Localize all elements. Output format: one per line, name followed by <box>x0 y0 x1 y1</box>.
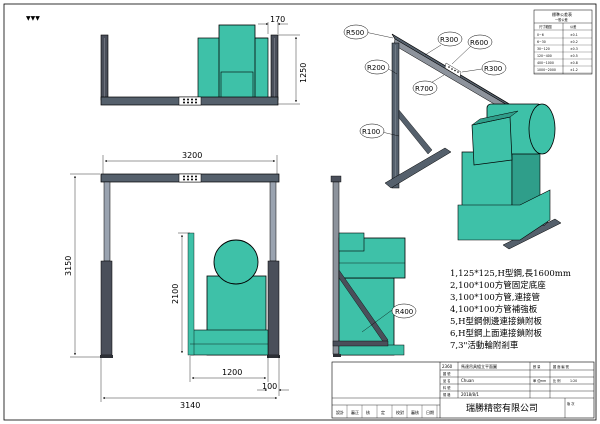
front-view-right-upper-column <box>269 181 277 262</box>
title-drawing-name: 馬達吊具組立平面圖 <box>461 363 497 369</box>
title-date: 2018/8/1 <box>461 392 479 397</box>
signature-label: 審核 <box>411 409 419 415</box>
title-label-drawing-no: 圖 號 <box>443 371 451 376</box>
tolerance-range-cell: 30~120 <box>537 47 550 51</box>
front-view-motor-base <box>189 329 269 356</box>
dim-front-foot: 100 <box>262 382 277 391</box>
title-drawing-no: 2360 <box>442 364 453 369</box>
title-label-name: 品 名 <box>443 378 450 383</box>
top-view-joint-plate <box>178 96 202 106</box>
side-view-wheel <box>333 354 341 357</box>
tolerance-header-range: 尺寸範圍 <box>539 24 552 29</box>
signature-label: 校對 <box>396 409 404 415</box>
parts-list-item: 4,100*100方管補強板 <box>450 304 538 315</box>
front-view-right-lower-column <box>267 260 280 356</box>
signature-label: 核 <box>366 409 370 415</box>
callout-r400 <box>391 303 417 319</box>
signature-label: 定 <box>381 409 385 415</box>
tolerance-value-cell: ±0.2 <box>570 40 578 44</box>
title-block: 設計 審正 核 定 校對 審核 日期 2360 馬達吊具組立平面圖 圖 號 品 名 Chua… <box>331 361 595 419</box>
signature-label: 日期 <box>426 409 434 415</box>
side-view-column <box>332 181 340 355</box>
callout-r200-label: R200 <box>367 64 385 72</box>
side-view-motor-base <box>338 344 405 356</box>
side-view: R400 <box>330 175 417 357</box>
title-label-drawing-code: 圖 面 編 號 <box>553 364 570 369</box>
dim-top-offset: 170 <box>270 15 285 24</box>
callout-r600-label: R600 <box>470 39 488 47</box>
callout-r100 <box>359 123 385 139</box>
signature-label: 審正 <box>351 409 359 415</box>
sheet-border <box>3 3 597 421</box>
parts-list-item: 5,H型鋼側邊連接鎖附板 <box>450 316 543 327</box>
iso-left-base <box>384 147 452 189</box>
parts-list-item: 6,H型鋼上面連接鎖附板 <box>450 328 543 339</box>
tolerance-header-tol: 公差 <box>570 24 576 29</box>
tolerance-value-cell: ±0.3 <box>570 47 578 51</box>
signature-label: 設計 <box>336 409 344 415</box>
dim-front-rail: 2100 <box>171 284 180 304</box>
title-label-revision: 版 次 <box>567 401 575 406</box>
title-label-qty: 數 量 <box>533 364 541 369</box>
callout-r100-label: R100 <box>362 128 380 136</box>
top-view: 170 1250 <box>100 15 308 106</box>
tolerance-range-cell: 0~6 <box>537 33 544 37</box>
callout-r500-label: R500 <box>346 29 364 37</box>
callout-r600 <box>467 34 493 50</box>
title-designer: Chuan <box>461 378 474 383</box>
parts-list-item: 3,100*100方管,連接管 <box>450 292 540 303</box>
callout-r300-lower-label: R300 <box>484 65 502 73</box>
front-view-left-lower-column <box>100 260 113 356</box>
tolerance-table-subtitle: 一般公差 <box>555 17 568 22</box>
tolerance-value-cell: ±0.5 <box>570 54 578 58</box>
callout-r500 <box>343 24 369 40</box>
iso-motor-base <box>457 189 551 241</box>
tolerance-range-cell: 400~1000 <box>537 61 554 65</box>
top-view-motor-block <box>220 71 254 101</box>
callout-r400-label: R400 <box>395 308 413 316</box>
tolerance-range-cell: 120~400 <box>537 54 552 58</box>
dim-front-overall: 3140 <box>180 401 200 410</box>
title-label-unit: 單 位 <box>533 378 541 383</box>
title-label-spec: 規 格 <box>443 392 451 397</box>
isometric-view: R500 R300 R600 R200 R300 R700 R100 <box>343 24 562 250</box>
front-view-right-wheel <box>267 355 280 358</box>
dim-top-height: 1250 <box>299 63 308 83</box>
callout-r300-upper <box>437 31 463 47</box>
title-label-part-no: 料 號 <box>443 385 451 390</box>
callout-r700-label: R700 <box>415 85 433 93</box>
tolerance-table: 標準公差表 一般公差 尺寸範圍 公差 0~6 ±0.1 6~30 ±0.2 30~120… <box>533 9 593 75</box>
dim-front-width: 3200 <box>182 151 202 160</box>
title-unit-value: mm <box>540 379 546 383</box>
front-view-motor-drum <box>213 239 259 285</box>
front-view-left-upper-column <box>103 181 111 262</box>
title-scale-value: 1:20 <box>570 379 577 383</box>
front-view-left-wheel <box>100 355 113 358</box>
dim-front-base: 1200 <box>222 368 242 377</box>
title-label-scale: 比 例 <box>553 378 560 383</box>
front-view: 3200 3150 2100 1200 <box>64 151 289 410</box>
parts-list-item: 7,3"活動輪附剎車 <box>450 340 519 351</box>
dim-front-height: 3150 <box>64 256 73 276</box>
callout-r200 <box>364 59 390 75</box>
parts-list: 1,125*125,H型鋼,長1600mm 2,100*100方管固定底座 3,… <box>450 268 571 351</box>
tolerance-value-cell: ±1.2 <box>570 68 578 72</box>
tolerance-range-cell: 6~30 <box>537 40 546 44</box>
surface-finish-mark: ▼▼▼ <box>26 15 40 22</box>
tolerance-range-cell: 1000~2000 <box>537 68 556 72</box>
callout-r300-lower <box>481 60 507 76</box>
callout-r300-upper-label: R300 <box>440 36 458 44</box>
callout-r700 <box>412 80 438 96</box>
side-view-top-cap <box>330 175 342 183</box>
front-view-joint-plate <box>178 173 202 183</box>
company-name: 瑞勝精密有限公司 <box>466 402 538 414</box>
tolerance-table-title: 標準公差表 <box>552 11 572 17</box>
parts-list-item: 1,125*125,H型鋼,長1600mm <box>450 268 571 279</box>
tolerance-value-cell: ±0.8 <box>570 61 578 65</box>
tolerance-value-cell: ±0.1 <box>570 33 578 37</box>
parts-list-item: 2,100*100方管固定底座 <box>450 280 546 291</box>
